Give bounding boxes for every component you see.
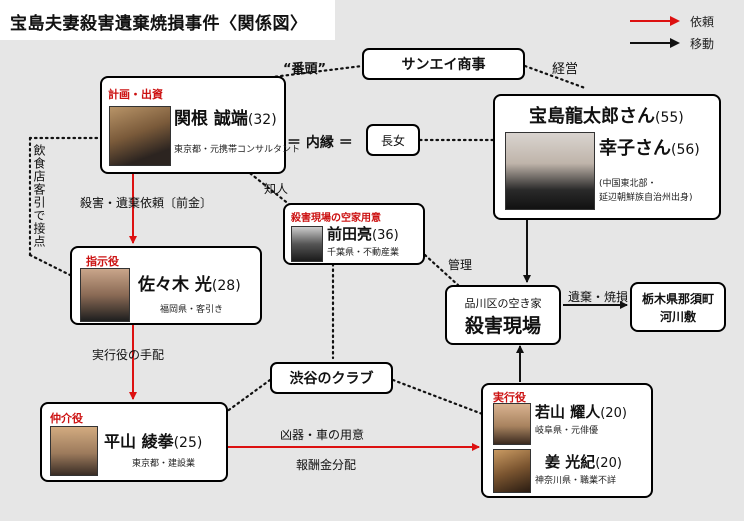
label-satsugai-irai: 殺害・遺棄依頼〔前金〕 <box>80 196 213 210</box>
label-bantou: “番頭” <box>283 62 327 77</box>
hoshima-name2: 幸子さん(56) <box>599 138 700 159</box>
node-sekine: 計画・出資 関根 誠端(32) 東京都・元携帯コンサルタント <box>100 76 300 174</box>
legend-red-arrow <box>630 20 674 22</box>
legend-black-arrowhead <box>670 38 680 48</box>
wakayama-role: 実行役 <box>493 391 526 404</box>
genba-line2: 殺害現場 <box>464 315 541 337</box>
sekine-detail: 東京都・元携帯コンサルタント <box>174 145 301 155</box>
node-sanei: サンエイ商事 <box>362 48 525 80</box>
sekine-photo <box>109 106 171 166</box>
node-sasaki: 指示役 佐々木 光(28) 福岡県・客引き <box>70 246 262 325</box>
node-genba: 品川区の空き家 殺害現場 <box>445 285 561 345</box>
hirayama-role: 仲介役 <box>50 412 83 425</box>
tochigi-line1: 栃木県那須町 <box>641 292 714 306</box>
label-keiei: 経営 <box>552 62 579 77</box>
legend-black-arrow <box>630 42 674 44</box>
node-choujo: 長女 <box>366 124 420 156</box>
kyo-name: 姜 光紀(20) <box>545 453 622 471</box>
hoshima-detail2: 延辺朝鮮族自治州出身) <box>599 193 693 203</box>
label-jikkou-tehai: 実行役の手配 <box>92 348 165 362</box>
wakayama-photo <box>493 403 531 445</box>
dotted-shibuya-wakayama <box>391 378 487 417</box>
label-naien: ＝ 内縁 ＝ <box>287 135 353 151</box>
wakayama-detail: 岐阜県・元俳優 <box>535 426 599 436</box>
node-tochigi: 栃木県那須町 河川敷 <box>630 282 726 332</box>
dotted-sekine-maeda <box>244 168 292 207</box>
legend-request-label: 依頼 <box>690 15 715 29</box>
hoshima-detail1: (中国東北部・ <box>599 179 657 189</box>
maeda-name: 前田亮(36) <box>327 225 399 243</box>
hirayama-detail: 東京都・建設業 <box>132 459 196 469</box>
legend: 依頼 移動 <box>630 12 740 52</box>
kyo-detail: 神奈川県・職業不詳 <box>535 476 617 486</box>
dotted-shibuya-hirayama <box>220 378 272 417</box>
legend-red-arrowhead <box>670 16 680 26</box>
dotted-maeda-genba <box>423 253 460 287</box>
label-iki-shouson: 遺棄・焼損 <box>568 290 629 304</box>
kyo-photo <box>493 449 531 493</box>
dotted-left-sasaki <box>28 253 72 277</box>
node-hoshima: 宝島龍太郎さん(55) 幸子さん(56) (中国東北部・ 延辺朝鮮族自治州出身) <box>493 94 721 220</box>
node-shibuya: 渋谷のクラブ <box>270 362 393 394</box>
hoshima-name1: 宝島龍太郎さん(55) <box>529 106 684 127</box>
maeda-photo <box>291 226 323 262</box>
maeda-role: 殺害現場の空家用意 <box>291 213 381 224</box>
label-inshoku: 飲食店客引で接点 <box>31 144 48 248</box>
node-jikkou: 実行役 若山 耀人(20) 岐阜県・元俳優 姜 光紀(20) 神奈川県・職業不詳 <box>481 383 653 498</box>
sasaki-detail: 福岡県・客引き <box>160 305 224 315</box>
legend-move-label: 移動 <box>690 37 715 51</box>
label-houshuu: 報酬金分配 <box>296 458 357 472</box>
tochigi-line2: 河川敷 <box>659 310 696 324</box>
title-bar: 宝島夫妻殺害遺棄焼損事件〈関係図〉 <box>0 0 335 40</box>
sasaki-name: 佐々木 光(28) <box>138 275 241 295</box>
label-kyouki: 凶器・車の用意 <box>280 428 365 442</box>
maeda-detail: 千葉県・不動産業 <box>327 248 400 258</box>
sekine-role: 計画・出資 <box>108 88 163 101</box>
diagram-title: 宝島夫妻殺害遺棄焼損事件〈関係図〉 <box>10 14 308 34</box>
node-hirayama: 仲介役 平山 綾拳(25) 東京都・建設業 <box>40 402 228 482</box>
hirayama-name: 平山 綾拳(25) <box>104 432 203 451</box>
hoshima-photo <box>505 132 595 210</box>
dotted-sanei-hoshima <box>523 64 587 90</box>
node-maeda: 殺害現場の空家用意 前田亮(36) 千葉県・不動産業 <box>283 203 425 265</box>
wakayama-name: 若山 耀人(20) <box>535 403 627 421</box>
sasaki-role: 指示役 <box>86 255 119 268</box>
label-kanri: 管理 <box>448 258 473 272</box>
hirayama-photo <box>50 426 98 476</box>
sasaki-photo <box>80 268 130 322</box>
sekine-name: 関根 誠端(32) <box>174 109 277 129</box>
label-chijin: 知人 <box>264 182 289 196</box>
genba-line1: 品川区の空き家 <box>464 297 542 310</box>
